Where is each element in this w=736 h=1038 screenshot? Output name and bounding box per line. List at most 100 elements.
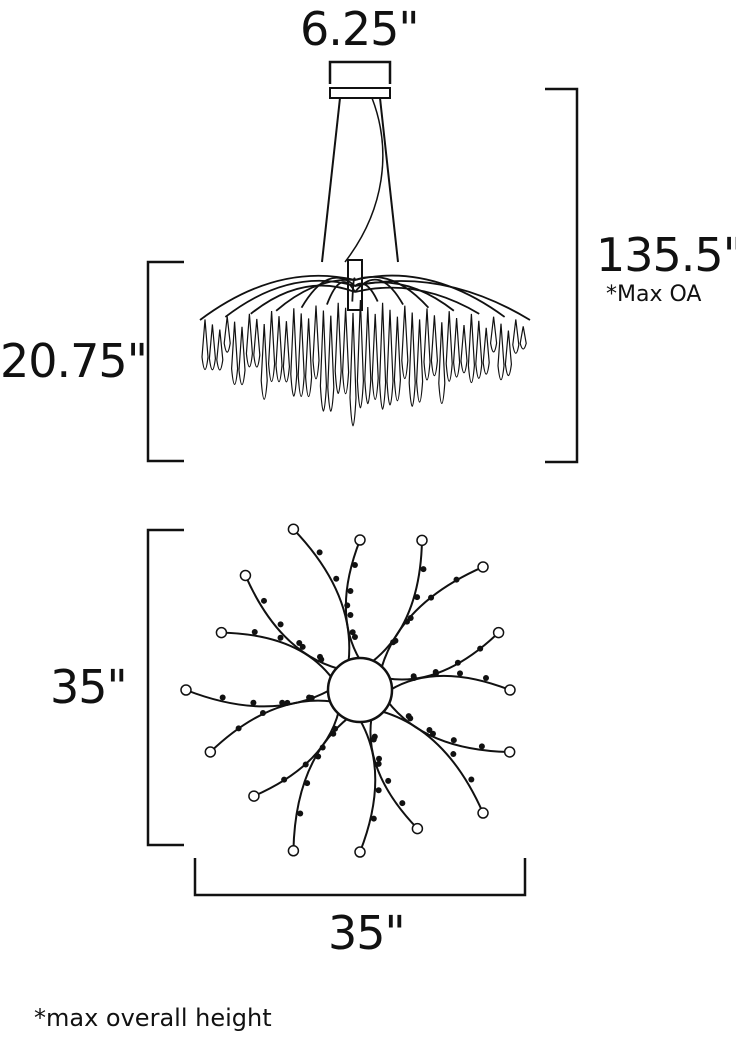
side-crystal: [401, 305, 409, 380]
plan-bead: [392, 637, 399, 644]
side-crystal: [245, 313, 254, 368]
side-crystal: [260, 323, 268, 400]
side-crystal: [482, 327, 490, 375]
overall-height-note: *Max OA: [606, 282, 702, 307]
plan-bead: [277, 634, 284, 641]
side-arm: [351, 277, 356, 302]
side-crystal: [504, 330, 513, 377]
side-arms: [199, 274, 531, 321]
plan-branch-tip: [503, 746, 516, 758]
side-crystal: [475, 320, 483, 379]
plan-bead: [454, 659, 461, 666]
plan-branch-tip: [204, 746, 217, 758]
side-crystal: [230, 321, 239, 385]
fixture-height-label: 20.75": [0, 334, 148, 388]
side-crystal: [415, 319, 424, 403]
plan-center-hub: [326, 656, 394, 724]
side-crystal: [297, 313, 305, 397]
plan-bead: [450, 751, 457, 758]
plan-bead: [375, 760, 382, 767]
plan-branch-tip: [504, 684, 516, 696]
plan-branch-tip: [287, 523, 300, 535]
plan-bead: [432, 668, 439, 675]
side-crystal: [201, 319, 209, 371]
side-crystal: [290, 308, 298, 397]
side-crystal: [497, 323, 505, 381]
plan-bead: [315, 753, 322, 760]
plan-bead: [316, 653, 323, 660]
plan-bead: [344, 602, 351, 609]
plan-bead: [330, 730, 337, 737]
plan-beads: [180, 523, 516, 858]
side-crystal: [445, 311, 453, 382]
side-crystal: [267, 311, 276, 383]
canopy-width-label: 6.25": [300, 2, 420, 56]
plan-branch-tip: [354, 846, 366, 858]
plan-bead: [304, 780, 311, 787]
side-crystal: [223, 316, 231, 353]
side-arm: [250, 284, 356, 315]
plan-branch-tip: [354, 534, 366, 546]
plan-branch: [253, 710, 340, 797]
footnote: *max overall height: [34, 1004, 272, 1032]
plan-bead: [332, 725, 339, 732]
suspension-cable-right: [379, 97, 399, 263]
plan-bead: [333, 575, 340, 582]
plan-branch: [292, 716, 350, 851]
plan-branch: [380, 566, 484, 670]
plan-branch-tip: [416, 534, 428, 547]
side-crystal: [282, 321, 291, 383]
power-cord: [344, 97, 384, 263]
plan-bead: [410, 673, 417, 680]
overall-height-label: 135.5": [596, 228, 736, 282]
plan-bead: [347, 612, 354, 619]
side-crystal: [371, 313, 379, 401]
side-crystal: [519, 326, 527, 350]
plan-bead: [456, 670, 463, 677]
side-crystal: [460, 324, 468, 374]
plan-branch-tip: [492, 626, 505, 639]
side-crystal: [430, 315, 439, 377]
plan-bead: [477, 645, 484, 652]
side-crystal: [319, 310, 328, 412]
overall-height-bracket: [545, 87, 579, 464]
canopy: [329, 87, 391, 99]
plan-bead: [426, 726, 433, 733]
plan-branch: [369, 717, 419, 830]
plan-bead: [250, 699, 257, 706]
plan-bead: [259, 709, 266, 716]
plan-bead: [429, 730, 436, 737]
plan-bead: [316, 549, 323, 556]
side-arm: [354, 274, 506, 318]
side-crystal: [349, 312, 357, 427]
plan-branch-tip: [287, 845, 300, 857]
plan-branch: [221, 631, 334, 680]
side-crystal: [327, 315, 335, 412]
plan-bead: [370, 736, 377, 743]
plan-branch: [370, 540, 423, 664]
plan-branch: [389, 674, 511, 691]
plan-branch-tip: [477, 807, 489, 819]
side-crystal: [378, 302, 387, 410]
suspension-cable-left: [321, 97, 341, 263]
side-crystal: [334, 302, 342, 395]
plan-branch: [244, 575, 340, 670]
side-crystal: [386, 309, 394, 406]
plan-branch-tip: [248, 790, 260, 802]
plan-bead: [399, 800, 406, 807]
plan-bead: [414, 594, 421, 601]
side-crystal: [393, 316, 402, 402]
plan-bead: [349, 629, 356, 636]
plan-bead: [420, 566, 427, 573]
plan-bead: [347, 588, 354, 595]
side-crystal: [438, 322, 446, 405]
plan-bead: [403, 618, 410, 625]
plan-branch-tip: [239, 569, 252, 582]
plan-width-bracket: [193, 858, 527, 897]
plan-branch: [344, 539, 361, 661]
side-crystal: [341, 307, 350, 395]
plan-bead: [306, 694, 313, 701]
plan-width-label: 35": [328, 906, 406, 960]
side-arm: [354, 286, 480, 315]
